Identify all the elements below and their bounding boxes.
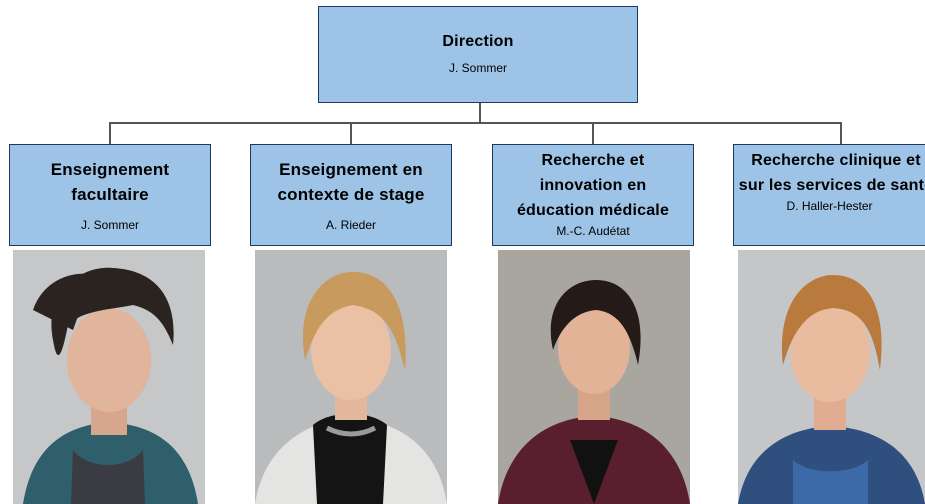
unit-title: Enseignement facultaire bbox=[50, 160, 170, 204]
unit-title: Recherche et innovation en éducation méd… bbox=[516, 152, 670, 219]
connector-unit-4 bbox=[840, 122, 842, 145]
unit-title: Recherche clinique et sur les services d… bbox=[738, 152, 925, 194]
unit-name: A. Rieder bbox=[325, 218, 377, 232]
connector-unit-2 bbox=[350, 122, 352, 145]
unit-name: M.-C. Audétat bbox=[556, 224, 630, 238]
portrait-photo-3 bbox=[498, 250, 690, 504]
unit-name: D. Haller-Hester bbox=[786, 199, 873, 213]
unit-box-enseignement-facultaire: Enseignement facultaire J. Sommer bbox=[9, 144, 211, 246]
connector-horizontal bbox=[109, 122, 842, 124]
connector-root-down bbox=[479, 103, 481, 123]
portrait-photo-1 bbox=[13, 250, 205, 504]
unit-name: J. Sommer bbox=[80, 218, 139, 232]
direction-name: J. Sommer bbox=[448, 61, 507, 75]
portrait-photo-4 bbox=[738, 250, 925, 504]
portrait-photo-2 bbox=[255, 250, 447, 504]
connector-unit-3 bbox=[592, 122, 594, 145]
unit-box-recherche-innovation: Recherche et innovation en éducation méd… bbox=[492, 144, 694, 246]
direction-box: Direction J. Sommer bbox=[318, 6, 638, 103]
unit-title: Enseignement en contexte de stage bbox=[277, 160, 425, 204]
unit-box-enseignement-contexte-stage: Enseignement en contexte de stage A. Rie… bbox=[250, 144, 452, 246]
unit-box-recherche-clinique: Recherche clinique et sur les services d… bbox=[733, 144, 925, 246]
direction-title: Direction bbox=[442, 33, 514, 50]
connector-unit-1 bbox=[109, 122, 111, 145]
